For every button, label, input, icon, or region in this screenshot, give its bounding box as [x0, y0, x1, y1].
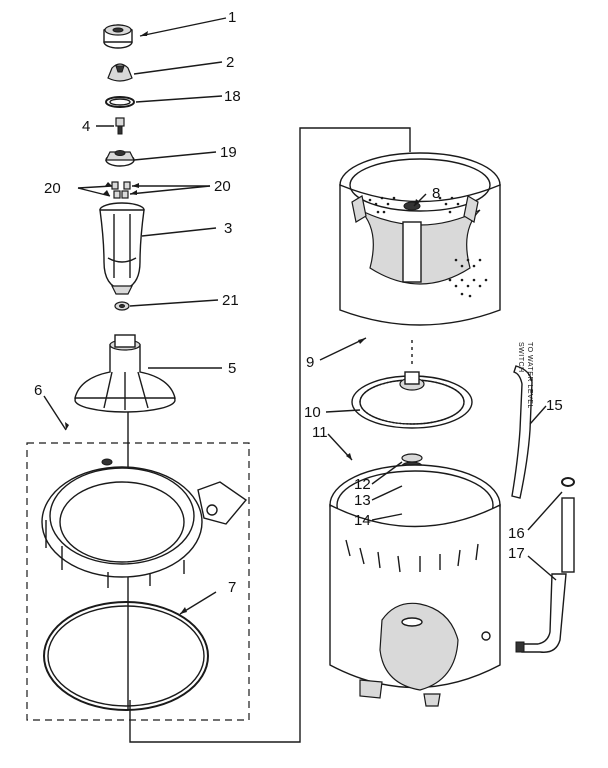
callout-20-right: 20 — [214, 178, 231, 195]
callout-15: 15 — [546, 397, 563, 414]
callout-11: 11 — [312, 424, 328, 441]
callout-17: 17 — [508, 545, 525, 562]
part-5-agitator-base — [74, 334, 176, 413]
connector-line — [129, 127, 411, 743]
callout-3: 3 — [224, 220, 232, 237]
part-7-gasket — [43, 601, 209, 711]
callout-19: 19 — [220, 144, 237, 161]
callout-10: 10 — [304, 404, 321, 421]
part-18-ring — [105, 96, 135, 108]
leader-arrowheads — [65, 31, 420, 614]
part-17-drain-hose — [515, 497, 575, 653]
part-6-kit-box — [26, 442, 250, 721]
callout-1: 1 — [228, 9, 236, 26]
callout-14: 14 — [354, 512, 371, 529]
part-11-outer-tub — [329, 464, 501, 707]
callout-labels: 1 2 18 4 19 20 20 3 21 5 6 7 8 9 10 11 1… — [34, 9, 563, 596]
part-19-coupler — [105, 150, 135, 167]
part-16-clamp — [561, 477, 575, 487]
callout-8: 8 — [432, 185, 440, 202]
callout-2: 2 — [226, 54, 234, 71]
callout-9: 9 — [306, 354, 314, 371]
part-4-bolt — [115, 117, 125, 135]
part-2-cap-insert — [107, 63, 133, 82]
callout-21: 21 — [222, 292, 239, 309]
callout-5: 5 — [228, 360, 236, 377]
part-21-seal — [114, 301, 130, 311]
part-15-hose: TO WATER LEVEL SWITCH — [511, 342, 533, 499]
callout-16: 16 — [508, 525, 525, 542]
hose-note: TO WATER LEVEL SWITCH — [517, 342, 533, 411]
basket-perforations — [368, 196, 488, 298]
part-12-nut — [401, 453, 423, 463]
part-9-spin-basket — [339, 152, 501, 326]
part-1-cap — [103, 24, 133, 49]
part-3-agitator-barrel — [99, 202, 145, 295]
part-10-drive-block — [351, 371, 473, 429]
callout-4: 4 — [82, 118, 90, 135]
callout-13: 13 — [354, 492, 371, 509]
callout-18: 18 — [224, 88, 241, 105]
part-6-tub-ring — [41, 458, 248, 588]
callout-20-left: 20 — [44, 180, 61, 197]
callout-7: 7 — [228, 579, 236, 596]
part-20-dogs — [111, 181, 131, 199]
callout-6: 6 — [34, 382, 42, 399]
callout-12: 12 — [354, 476, 371, 493]
